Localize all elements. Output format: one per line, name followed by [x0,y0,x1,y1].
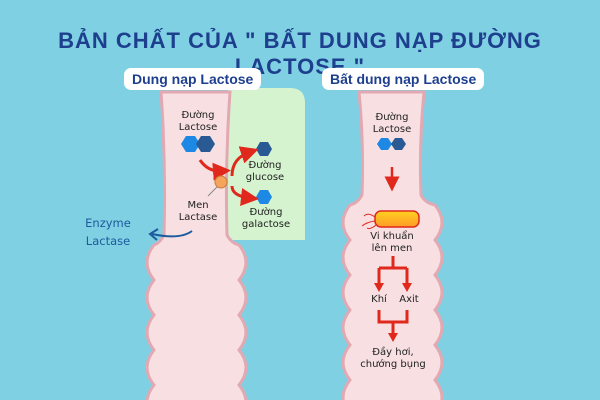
label-gas: Khí [371,294,387,305]
split-arrow [377,256,409,285]
bacteria-icon [374,210,420,228]
lactose-hexagon-dark [196,136,215,152]
glucose-hexagon [256,142,272,156]
label-line: Đường [181,110,215,121]
enzyme-pointer [207,185,219,197]
heading-tolerant: Dung nạp Lactose [124,68,262,90]
label-line: Đường [249,207,283,218]
enzyme-pointer-arrow [148,228,193,241]
label-line: Lactose [372,124,412,135]
label-line: Lactase [178,212,218,223]
label-line: Đầy hơi, [372,347,414,358]
label-line: Lactose [178,122,218,133]
split-arrow-heads [374,283,412,292]
galactose-hexagon [256,190,272,204]
label-line: Đường [248,160,282,171]
heading-intolerant: Bất dung nạp Lactose [322,68,485,90]
label-acid: Axit [399,294,419,305]
label-line: glucose [245,172,285,183]
merge-arrow [377,310,409,335]
label-line: Men [187,200,209,211]
label-line: Lactase [85,234,131,248]
label-line: lên men [371,243,413,254]
arrow-to-enzyme [198,159,231,181]
label-line: Vi khuẩn [370,231,414,242]
lactose-hexagon-light [377,138,392,150]
intestine-intolerant [341,90,444,400]
lactase-enzyme-icon [214,175,228,189]
label-line: galactose [241,219,291,230]
merge-arrow-head [388,333,398,342]
arrow-to-galactose [230,185,259,206]
label-line: Enzyme [85,216,131,230]
lactose-hexagon-dark [391,138,406,150]
page-title: BẢN CHẤT CỦA " BẤT DUNG NẠP ĐƯỜNG LACTOS… [58,28,542,79]
label-line: chướng bụng [360,359,426,370]
label-result: Đầy hơi,chướng bụng [356,347,430,371]
label-line: Đường [375,112,409,123]
bacteria-flagella [361,213,377,230]
arrow-to-glucose [230,146,259,177]
lactose-hexagon-light [181,136,200,152]
